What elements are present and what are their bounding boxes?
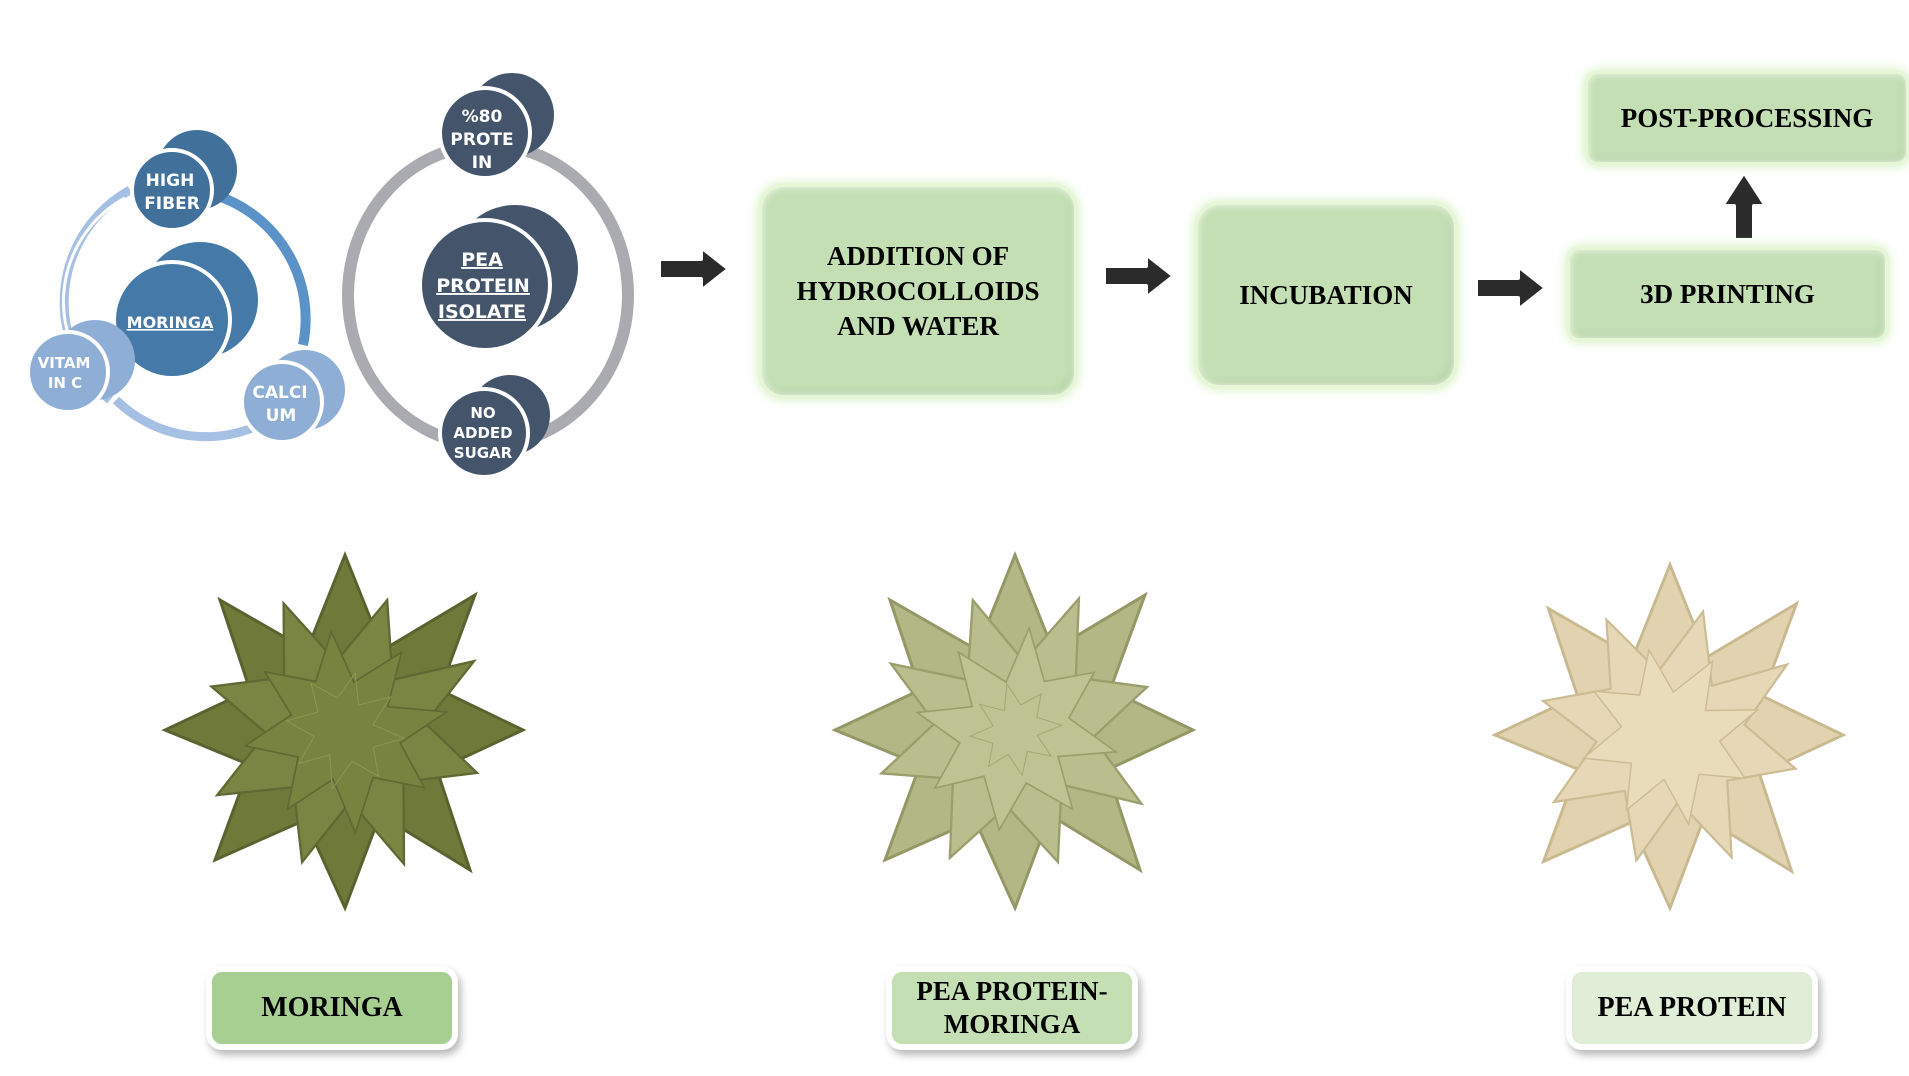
pea-protein-moringa-3d-printed-star: [831, 550, 1197, 912]
moringa-ring: [59, 186, 311, 442]
step-3d-printing: 3D PRINTING: [1570, 250, 1885, 338]
svg-text:SUGAR: SUGAR: [454, 444, 513, 462]
calcium-line-1: CALCI: [252, 383, 307, 403]
pea-center-line-3: ISOLATE: [438, 301, 526, 323]
star-product-moringa: [161, 550, 527, 912]
step-addition-line-2: HYDROCOLLOIDS: [796, 275, 1040, 306]
step-addition-line-1: ADDITION OF: [826, 240, 1010, 271]
calcium-line-2: UM: [266, 406, 297, 426]
svg-text:IN C: IN C: [48, 374, 82, 392]
moringa-3d-printed-star: [161, 550, 527, 912]
pea-center-line-1: PEA: [461, 249, 503, 271]
label-pea-protein-text: PEA PROTEIN: [1597, 992, 1787, 1023]
label-moringa: MORINGA: [212, 972, 452, 1044]
svg-text:ADDED: ADDED: [453, 424, 512, 442]
svg-text:PEA: PEA: [461, 249, 503, 271]
moringa-node-high-fiber: HIGH FIBER: [130, 130, 237, 232]
moringa-node-center: MORINGA: [112, 242, 258, 380]
svg-text:ISOLATE: ISOLATE: [438, 301, 526, 323]
pea-bottom-line-2: ADDED: [453, 424, 512, 442]
step-addition-of-hydrocolloids: ADDITION OF HYDROCOLLOIDS AND WATER: [762, 187, 1074, 395]
arrow-right-icon: [657, 245, 731, 293]
pea-ring: [342, 139, 634, 451]
step-incubation: INCUBATION: [1198, 205, 1454, 385]
step-incubation-label: INCUBATION: [1239, 279, 1413, 310]
label-pea-protein-moringa-line-2: MORINGA: [943, 1009, 1081, 1039]
step-post-processing: POST-PROCESSING: [1588, 74, 1906, 162]
pea-center-line-2: PROTEIN: [436, 275, 530, 297]
star-product-pea-protein: [1491, 560, 1847, 912]
step-post-processing-label: POST-PROCESSING: [1620, 102, 1874, 133]
svg-text:NO: NO: [470, 404, 495, 422]
svg-text:%80: %80: [462, 107, 503, 127]
pea-node-center: PEA PROTEIN ISOLATE: [418, 205, 578, 352]
pea-top-line-1: %80: [462, 107, 503, 127]
svg-text:CALCI: CALCI: [252, 383, 307, 403]
label-pea-protein-moringa-line-1: PEA PROTEIN-: [916, 976, 1108, 1006]
step-addition-line-3: AND WATER: [837, 310, 999, 341]
step-3d-printing-label: 3D PRINTING: [1640, 278, 1815, 309]
high-fiber-line-2: FIBER: [144, 194, 200, 214]
moringa-center-label: MORINGA: [127, 313, 214, 332]
pea-protein-3d-printed-star: [1491, 560, 1847, 912]
pea-top-line-2: PROTE: [450, 130, 513, 150]
svg-text:VITAM: VITAM: [38, 354, 91, 372]
star-product-pea-protein-moringa: [831, 550, 1197, 912]
high-fiber-line-1: HIGH: [146, 171, 195, 191]
pea-top-line-3: IN: [472, 153, 493, 173]
pea-bottom-line-1: NO: [470, 404, 495, 422]
label-moringa-text: MORINGA: [261, 992, 403, 1023]
svg-text:PROTEIN: PROTEIN: [436, 275, 530, 297]
pea-node-no-added-sugar: NO ADDED SUGAR: [438, 375, 550, 479]
svg-text:PROTE: PROTE: [450, 130, 513, 150]
label-pea-protein: PEA PROTEIN: [1572, 972, 1812, 1044]
svg-text:IN: IN: [472, 153, 493, 173]
vitamin-line-2: IN C: [48, 374, 82, 392]
pea-node-protein-80: %80 PROTE IN: [438, 73, 554, 180]
pea-bottom-line-3: SUGAR: [454, 444, 513, 462]
vitamin-line-1: VITAM: [38, 354, 91, 372]
svg-text:UM: UM: [266, 406, 297, 426]
moringa-node-vitamin-c: VITAM IN C: [26, 320, 135, 414]
arrow-up-icon: [1720, 170, 1768, 242]
arrow-right-icon: [1102, 252, 1176, 300]
label-pea-protein-moringa: PEA PROTEIN- MORINGA: [892, 972, 1132, 1044]
arrow-right-icon: [1474, 264, 1548, 312]
moringa-node-calcium: CALCI UM: [240, 350, 345, 444]
